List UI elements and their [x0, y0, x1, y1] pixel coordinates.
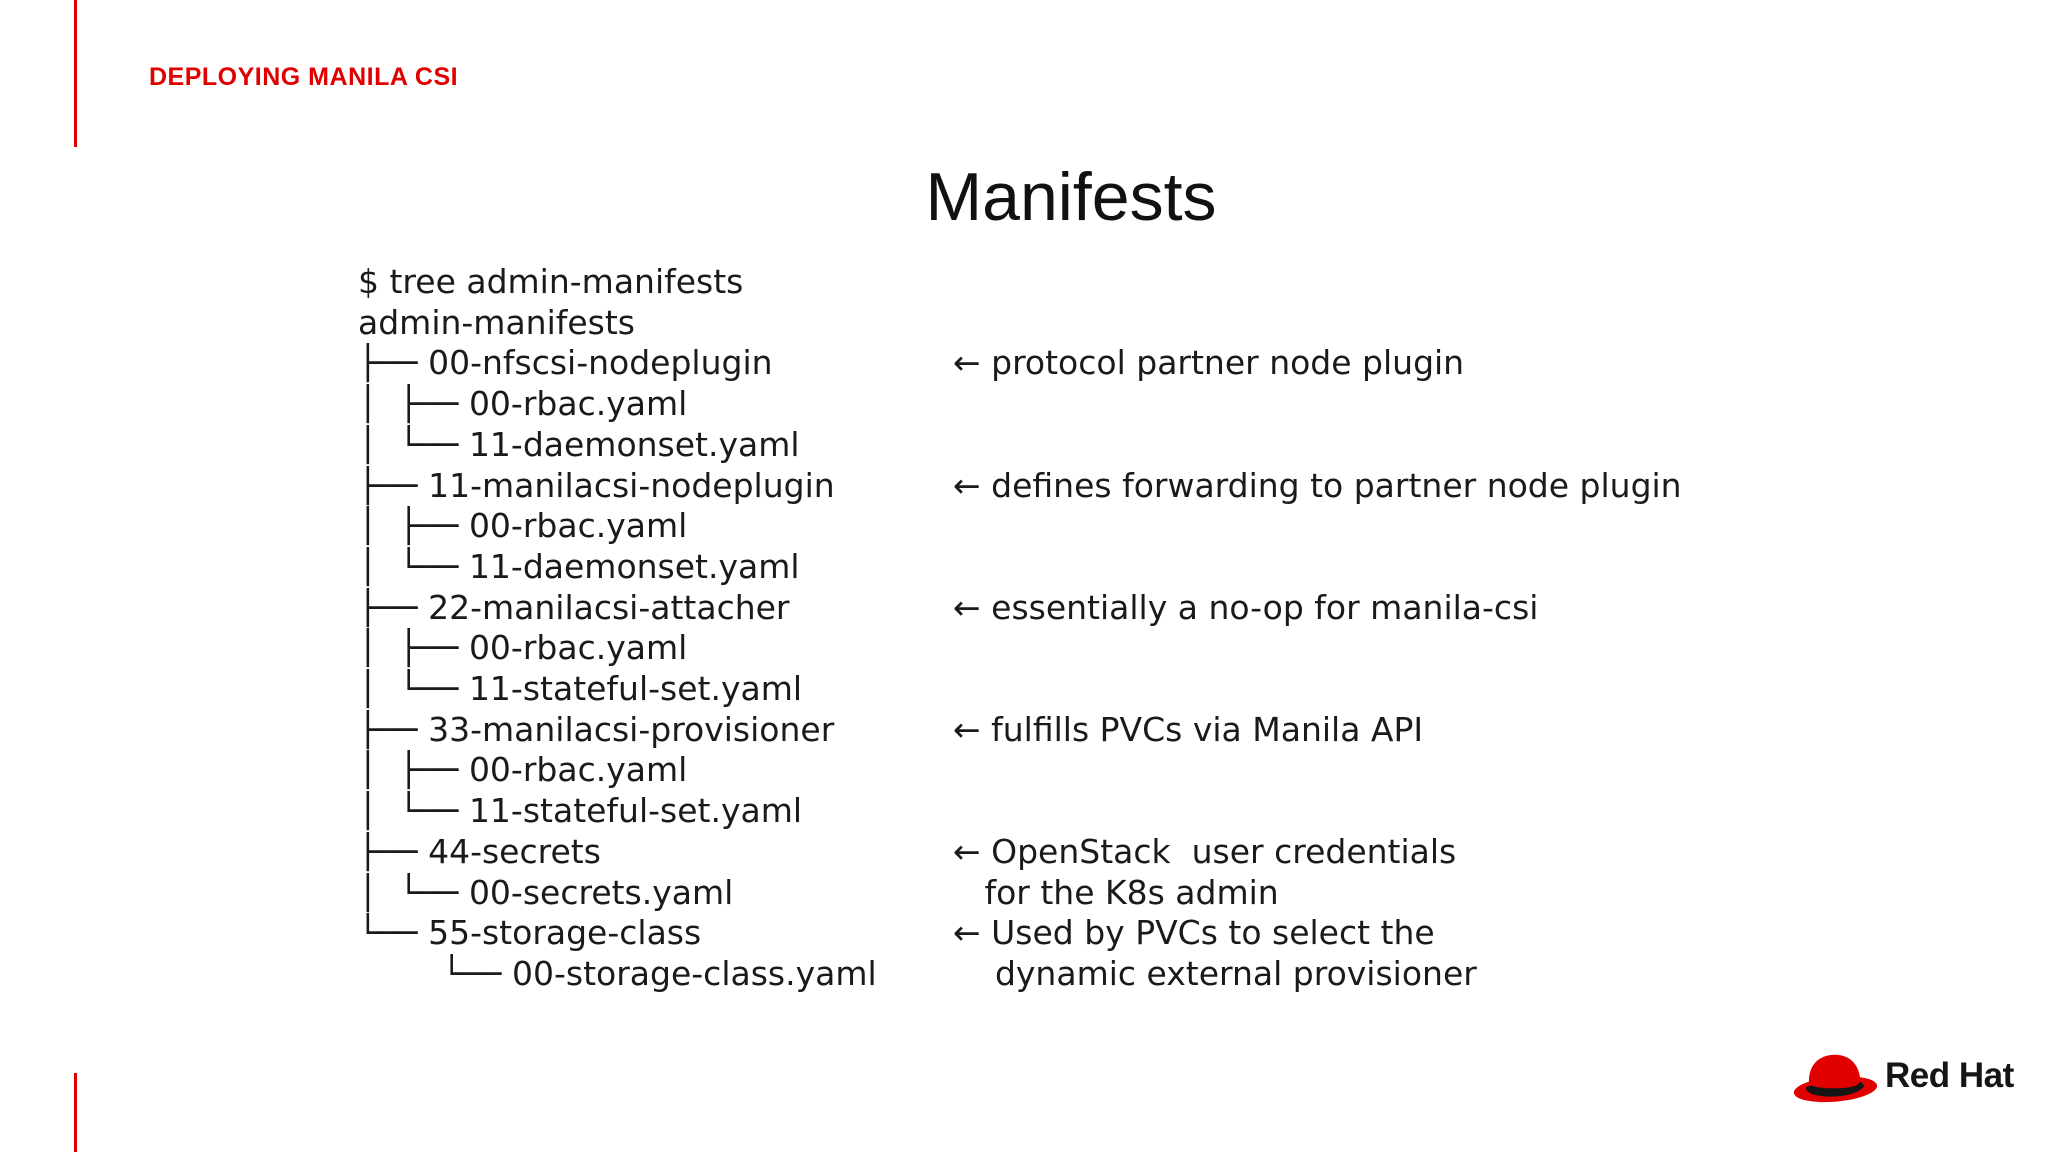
- tree-entry: ├── 11-manilacsi-nodeplugin: [358, 465, 835, 505]
- tree-annotation: ← Used by PVCs to select the: [953, 913, 1435, 953]
- page-title: Manifests: [925, 159, 1217, 235]
- tree-row: │ ├── 00-rbac.yaml: [358, 506, 1682, 547]
- tree-annotation: ← fulfills PVCs via Manila API: [953, 709, 1424, 749]
- tree-row: ├── 33-manilacsi-provisioner ← fulfills P…: [358, 710, 1682, 751]
- tree-entry: ├── 44-secrets: [358, 831, 601, 871]
- tree-entry: │ ├── 00-rbac.yaml: [358, 750, 688, 790]
- tree-row: │ ├── 00-rbac.yaml: [358, 628, 1682, 669]
- tree-row: ├── 44-secrets ← OpenStack user credentia…: [358, 832, 1682, 873]
- tree-row: │ └── 11-daemonset.yaml: [358, 425, 1682, 466]
- left-accent-rule-bottom: [74, 1073, 77, 1152]
- left-accent-rule-top: [74, 0, 77, 147]
- tree-entry: ├── 00-nfscsi-nodeplugin: [358, 343, 773, 383]
- redhat-logo-text: Red Hat: [1885, 1056, 2014, 1095]
- tree-entry: └── 00-storage-class.yaml: [358, 953, 877, 993]
- tree-entry: │ └── 11-daemonset.yaml: [358, 546, 800, 586]
- tree-row: │ └── 00-secrets.yaml for the K8s admin: [358, 873, 1682, 914]
- tree-annotation: ← protocol partner node plugin: [953, 343, 1465, 383]
- redhat-logo: Red Hat: [1790, 1046, 2014, 1106]
- tree-entry: $ tree admin-manifests: [358, 262, 744, 301]
- tree-row: │ └── 11-daemonset.yaml: [358, 547, 1682, 588]
- tree-entry: ├── 33-manilacsi-provisioner: [358, 709, 835, 749]
- tree-entry: │ └── 11-stateful-set.yaml: [358, 791, 803, 831]
- tree-row: admin-manifests: [358, 303, 1682, 344]
- tree-row: │ └── 11-stateful-set.yaml: [358, 791, 1682, 832]
- tree-entry: admin-manifests: [358, 302, 636, 342]
- tree-annotation: ← defines forwarding to partner node plu…: [953, 465, 1682, 505]
- tree-entry: │ └── 00-secrets.yaml: [358, 872, 734, 912]
- tree-entry: │ ├── 00-rbac.yaml: [358, 506, 688, 546]
- tree-annotation: for the K8s admin: [953, 872, 1279, 912]
- tree-row: $ tree admin-manifests: [358, 262, 1682, 303]
- tree-annotation: dynamic external provisioner: [953, 953, 1477, 993]
- tree-row: │ ├── 00-rbac.yaml: [358, 750, 1682, 791]
- tree-entry: └── 55-storage-class: [358, 913, 702, 953]
- tree-entry: │ ├── 00-rbac.yaml: [358, 628, 688, 668]
- tree-row: ├── 00-nfscsi-nodeplugin ← protocol partn…: [358, 343, 1682, 384]
- tree-entry: ├── 22-manilacsi-attacher: [358, 587, 790, 627]
- tree-entry: │ └── 11-stateful-set.yaml: [358, 669, 803, 709]
- slide-eyebrow: DEPLOYING MANILA CSI: [149, 63, 459, 91]
- tree-entry: │ ├── 00-rbac.yaml: [358, 384, 688, 424]
- tree-row: ├── 22-manilacsi-attacher ← essentially a…: [358, 588, 1682, 629]
- tree-row: │ ├── 00-rbac.yaml: [358, 384, 1682, 425]
- redhat-fedora-icon: [1793, 1054, 1878, 1103]
- tree-row: └── 55-storage-class ← Used by PVCs to se…: [358, 913, 1682, 954]
- tree-row: │ └── 11-stateful-set.yaml: [358, 669, 1682, 710]
- tree-annotation: ← essentially a no-op for manila-csi: [953, 587, 1539, 627]
- tree-entry: │ └── 11-daemonset.yaml: [358, 424, 800, 464]
- tree-row: ├── 11-manilacsi-nodeplugin ← defines for…: [358, 466, 1682, 507]
- tree-row: └── 00-storage-class.yaml dynamic extern…: [358, 954, 1682, 995]
- tree-annotation: ← OpenStack user credentials: [953, 831, 1457, 871]
